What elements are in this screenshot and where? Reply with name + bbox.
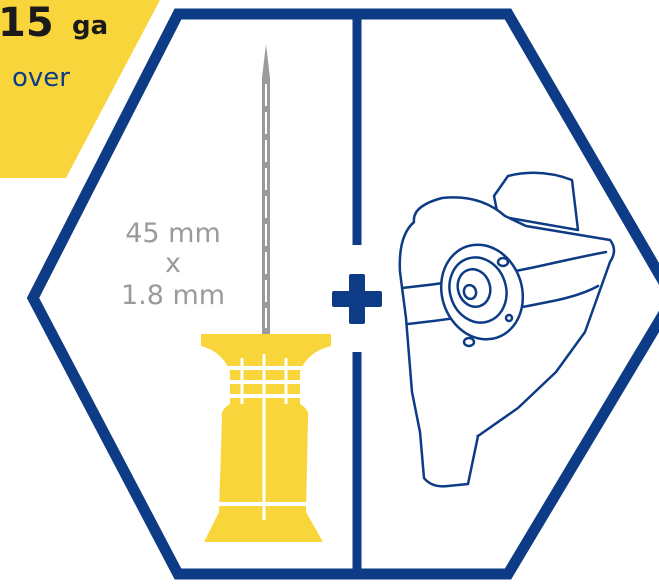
hexagon-frame [26, 8, 659, 580]
powered-driver-icon [398, 171, 616, 488]
needle-icon [201, 44, 331, 542]
needle-length: 45 mm [125, 218, 221, 249]
needle-dimensions: 45 mm x 1.8 mm [121, 218, 225, 311]
badge-gauge-number: 15 [0, 0, 54, 46]
badge-subtext: over [12, 63, 70, 93]
badge-shape [0, 0, 160, 178]
needle-dimension-separator: x [165, 248, 181, 279]
gauge-badge: 15 ga over [0, 0, 160, 178]
badge-gauge-unit: ga [72, 11, 108, 41]
plus-icon [332, 274, 382, 324]
needle-diameter: 1.8 mm [121, 280, 225, 311]
